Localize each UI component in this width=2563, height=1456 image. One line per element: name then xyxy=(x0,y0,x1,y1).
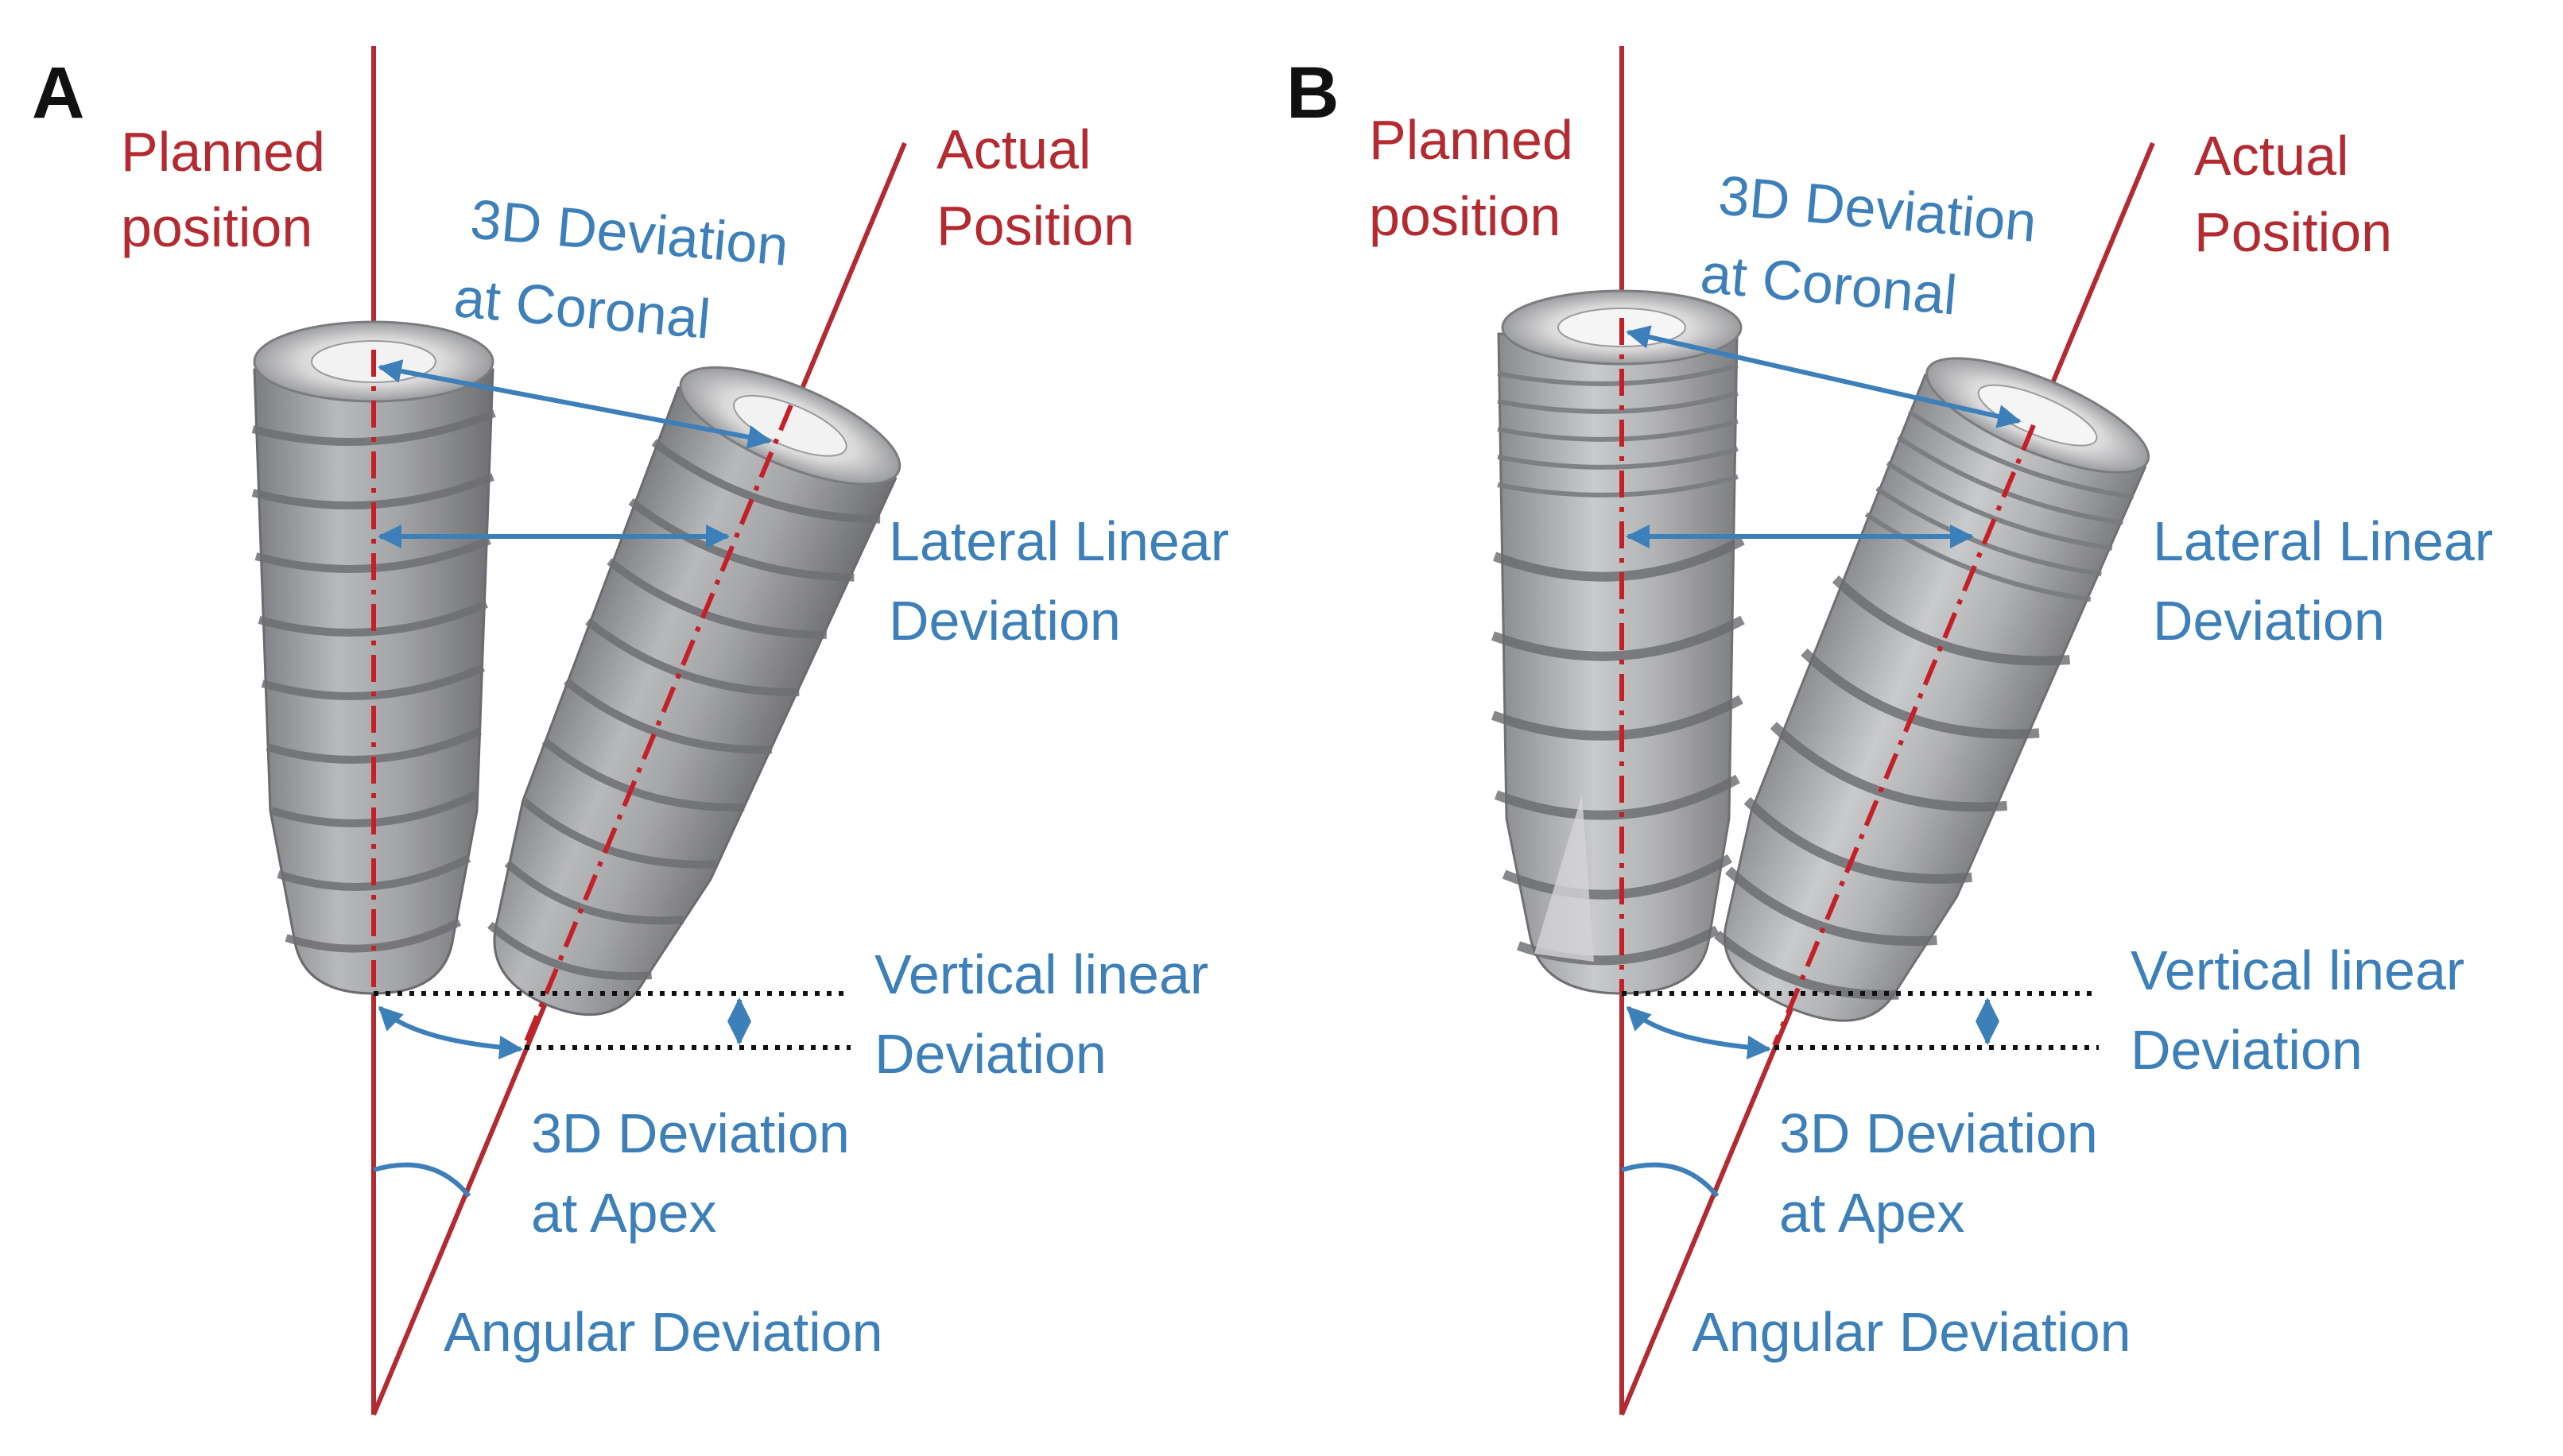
panel-letter-b: B xyxy=(1286,52,1339,134)
planned-implant-b xyxy=(1491,289,1745,995)
angular-deviation-label-b: Angular Deviation xyxy=(1692,1301,2131,1363)
coronal-deviation-arrow-a xyxy=(378,359,772,449)
angular-deviation-arc-b xyxy=(1621,1162,1720,1198)
panel-a: A xyxy=(32,46,1245,1416)
apex-deviation-label-a: 3D Deviation at Apex xyxy=(531,1102,865,1244)
actual-centerline-a xyxy=(522,404,793,1047)
apex-deviation-arrow-a xyxy=(378,1005,523,1059)
actual-implant-a xyxy=(487,366,902,1016)
actual-centerline-b xyxy=(1772,424,2036,1047)
actual-position-label-b: Actual Position xyxy=(2194,125,2392,263)
planned-position-label-a: Planned position xyxy=(121,121,340,258)
vertical-deviation-label-a: Vertical linear Deviation xyxy=(874,943,1224,1085)
panel-letter-a: A xyxy=(32,52,84,134)
coronal-deviation-arrow-b xyxy=(1626,325,2022,428)
coronal-deviation-label-b: 3D Deviation at Coronal xyxy=(1698,163,2054,334)
lateral-deviation-label-b: Lateral Linear Deviation xyxy=(2153,510,2509,652)
actual-position-label-a: Actual Position xyxy=(936,118,1134,257)
vertical-deviation-label-b: Vertical linear Deviation xyxy=(2131,939,2480,1081)
angular-deviation-label-a: Angular Deviation xyxy=(444,1301,883,1363)
lateral-deviation-label-a: Lateral Linear Deviation xyxy=(889,510,1245,652)
apex-deviation-label-b: 3D Deviation at Apex xyxy=(1779,1102,2113,1244)
planned-implant-a xyxy=(251,320,496,995)
coronal-deviation-label-a: 3D Deviation at Coronal xyxy=(452,187,806,358)
panel-b: B xyxy=(1286,46,2509,1416)
planned-position-label-b: Planned position xyxy=(1369,109,1588,247)
angular-deviation-arc-a xyxy=(373,1162,471,1198)
apex-deviation-arrow-b xyxy=(1626,1005,1771,1059)
